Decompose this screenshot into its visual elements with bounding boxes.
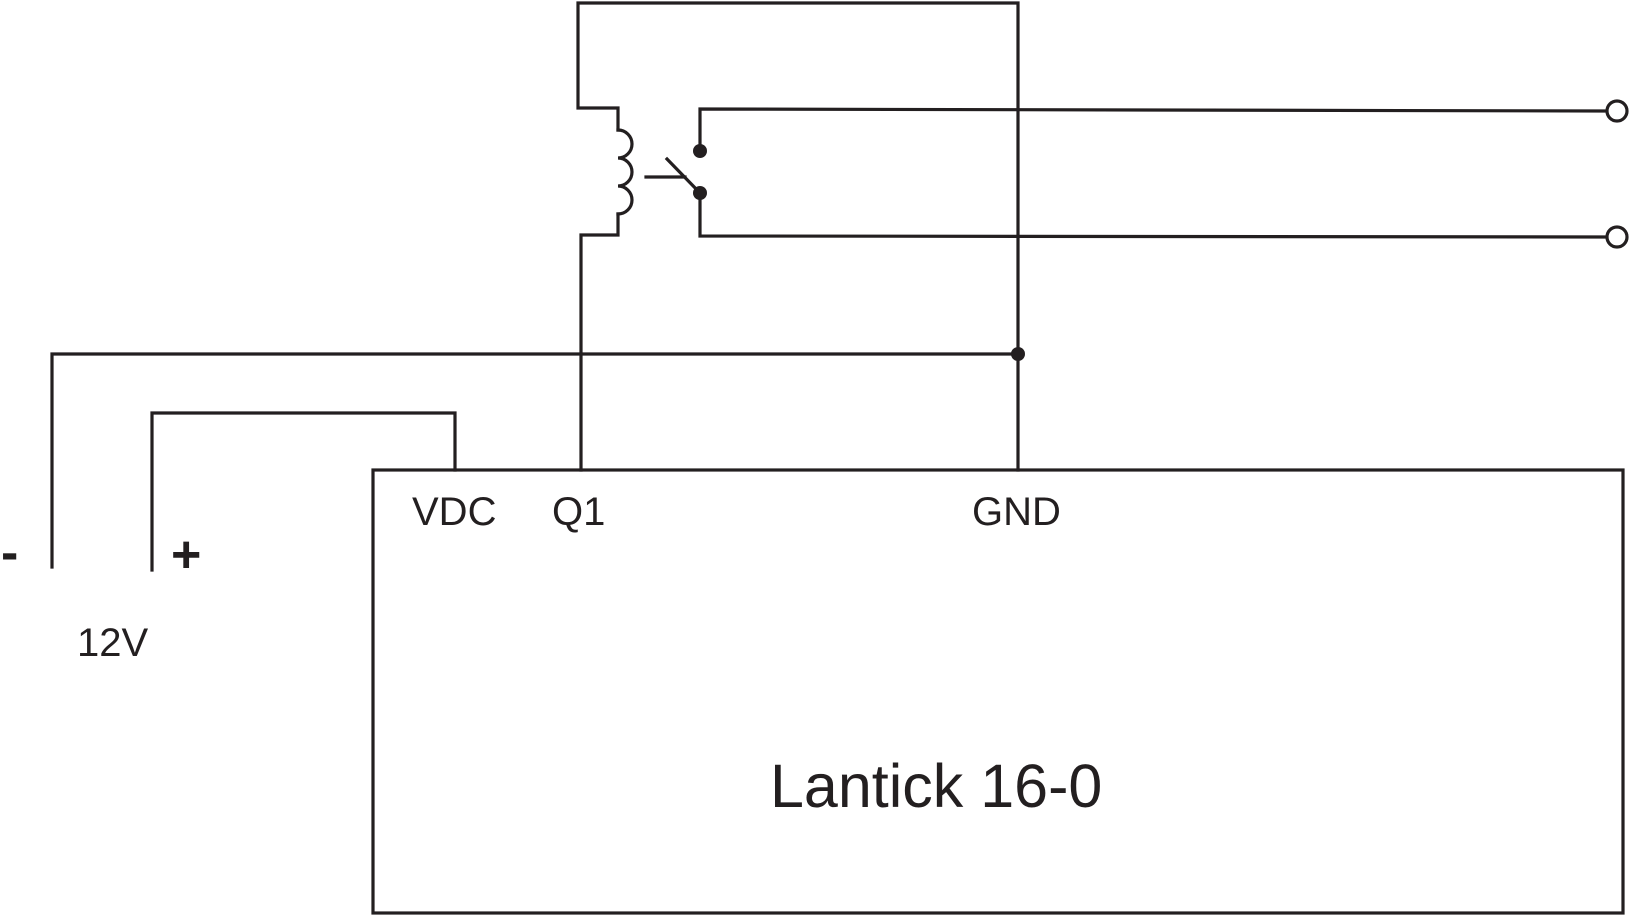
pin-label-gnd: GND <box>972 490 1061 534</box>
negative-supply-wire <box>50 352 1020 569</box>
contact-top-wire <box>698 107 1607 153</box>
contact-bottom-wire <box>698 191 1608 239</box>
device-box <box>371 468 1625 915</box>
gnd-wire <box>576 1 1020 472</box>
positive-supply-wire <box>150 411 457 572</box>
relay-coil-icon <box>616 128 634 216</box>
output-terminal-1 <box>1605 99 1629 123</box>
q1-wire <box>579 212 620 472</box>
device-name: Lantick 16-0 <box>770 752 1102 820</box>
contact-top-dot <box>693 144 707 158</box>
negative-sign: - <box>1 524 18 582</box>
positive-sign: + <box>171 526 201 584</box>
pin-label-q1: Q1 <box>552 490 605 534</box>
supply-voltage-label: 12V <box>77 621 148 665</box>
pin-label-vdc: VDC <box>412 490 496 534</box>
output-terminal-2 <box>1605 225 1629 249</box>
gnd-junction-dot <box>1011 347 1025 361</box>
